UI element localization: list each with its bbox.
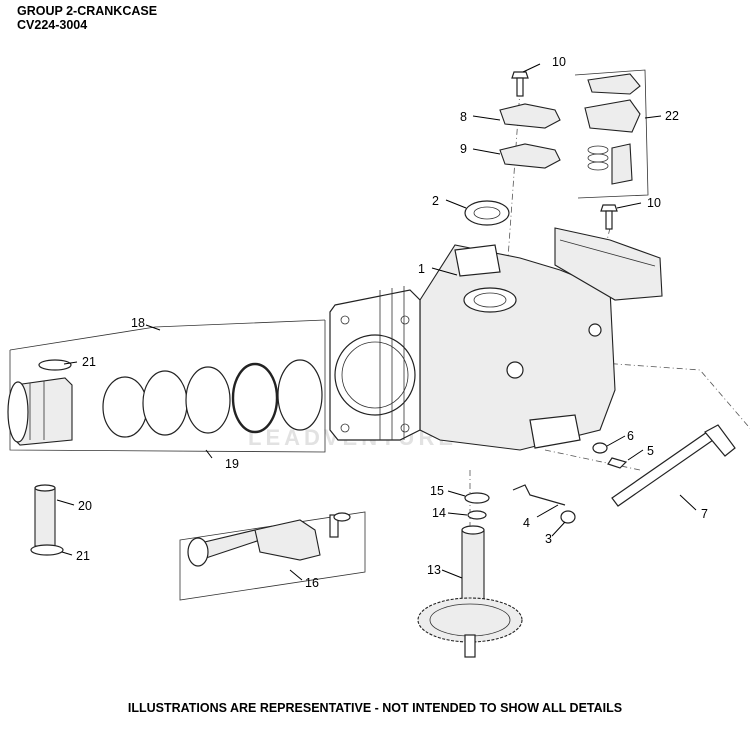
piston-pin — [34, 484, 56, 547]
model-number: CV224-3004 — [17, 18, 88, 32]
piston-ring-3 — [185, 366, 231, 434]
callout-4: 4 — [523, 516, 530, 530]
callout-8: 8 — [460, 110, 467, 124]
callout-21-bottom: 21 — [76, 549, 90, 563]
washer-15 — [464, 492, 490, 504]
callout-14: 14 — [432, 506, 446, 520]
callout-1: 1 — [418, 262, 425, 276]
camshaft-gear — [417, 525, 523, 658]
piston-ring-2 — [142, 370, 188, 436]
group-bracket-16 — [179, 511, 366, 601]
callout-10-right: 10 — [647, 196, 661, 210]
callout-7: 7 — [701, 507, 708, 521]
piston-ring-4 — [277, 359, 323, 431]
washer-3 — [560, 510, 576, 524]
callout-21-top: 21 — [82, 355, 96, 369]
piston — [7, 377, 73, 446]
plate-9 — [499, 143, 561, 169]
group-bracket-22 — [574, 69, 649, 199]
callout-2: 2 — [432, 194, 439, 208]
callout-9: 9 — [460, 142, 467, 156]
breather-cover — [554, 227, 663, 301]
diagram-title: GROUP 2-CRANKCASE — [17, 4, 158, 18]
callout-19: 19 — [225, 457, 239, 471]
plate-8 — [499, 103, 561, 129]
leader-lines — [56, 63, 697, 581]
callout-3: 3 — [545, 532, 552, 546]
oil-seal — [464, 200, 510, 226]
piston-ring-expander — [231, 362, 279, 434]
crankcase-block — [329, 244, 616, 451]
bolt-10-right — [600, 204, 618, 230]
nut-6 — [592, 442, 608, 454]
retainer-21-bottom — [30, 544, 64, 556]
callout-18: 18 — [131, 316, 145, 330]
retainer-21-top — [38, 359, 72, 371]
callout-16: 16 — [305, 576, 319, 590]
callout-15: 15 — [430, 484, 444, 498]
callout-22: 22 — [665, 109, 679, 123]
callout-20: 20 — [78, 499, 92, 513]
bolt-10-top — [511, 71, 529, 97]
connecting-rod — [187, 512, 351, 567]
callout-13: 13 — [427, 563, 441, 577]
callout-6: 6 — [627, 429, 634, 443]
callouts: 10 8 9 2 1 10 22 18 21 19 20 21 16 13 14… — [76, 55, 708, 590]
callout-5: 5 — [647, 444, 654, 458]
disclaimer-footer: ILLUSTRATIONS ARE REPRESENTATIVE - NOT I… — [127, 701, 623, 715]
clip-5 — [607, 457, 628, 469]
group-bracket-18 — [9, 319, 326, 351]
governor-lever-4 — [512, 484, 566, 506]
shim-14 — [467, 510, 487, 520]
kit-22-parts — [584, 73, 641, 185]
piston-ring-1 — [102, 376, 148, 438]
callout-10-top: 10 — [552, 55, 566, 69]
